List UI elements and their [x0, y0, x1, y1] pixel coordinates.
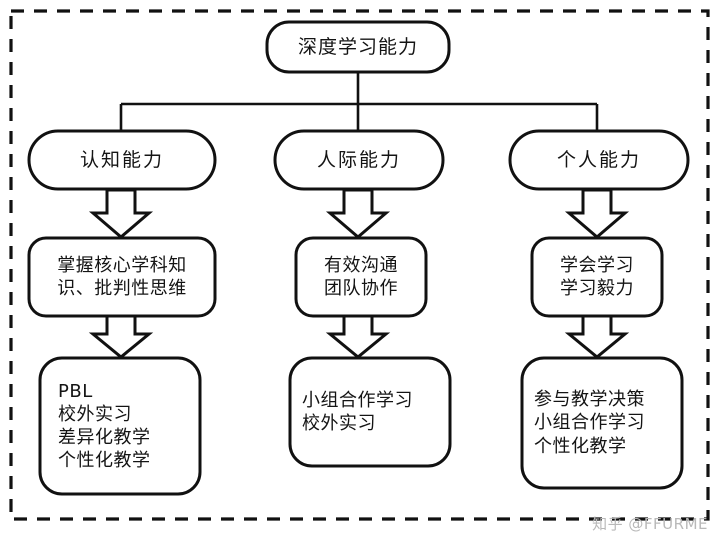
arrow-group-capability-to-skill: [88, 188, 630, 239]
method-shape-interpersonal[interactable]: [288, 356, 452, 468]
block-arrow-down-icon: [325, 314, 391, 359]
block-arrow-down-icon: [88, 314, 154, 359]
block-arrow-down-icon: [325, 188, 391, 239]
block-arrow-down-icon: [564, 188, 630, 239]
skill-shape-cognitive[interactable]: [27, 236, 217, 318]
method-shape-personal[interactable]: [520, 356, 684, 490]
block-arrow-down-icon: [88, 188, 154, 239]
watermark: 知乎 @FFURME: [592, 515, 708, 533]
dashed-frame: [9, 9, 710, 521]
block-arrow-down-icon: [564, 314, 630, 359]
root-node-shape[interactable]: [265, 20, 451, 74]
root-branch-connectors: [119, 72, 599, 130]
capability-shape-cognitive[interactable]: [27, 129, 217, 191]
skill-shape-interpersonal[interactable]: [294, 236, 428, 318]
capability-shape-interpersonal[interactable]: [273, 129, 445, 191]
skill-shape-personal[interactable]: [530, 236, 664, 318]
arrow-group-skill-to-method: [88, 314, 630, 359]
method-shape-cognitive[interactable]: [38, 356, 202, 496]
capability-shape-personal[interactable]: [508, 129, 690, 191]
